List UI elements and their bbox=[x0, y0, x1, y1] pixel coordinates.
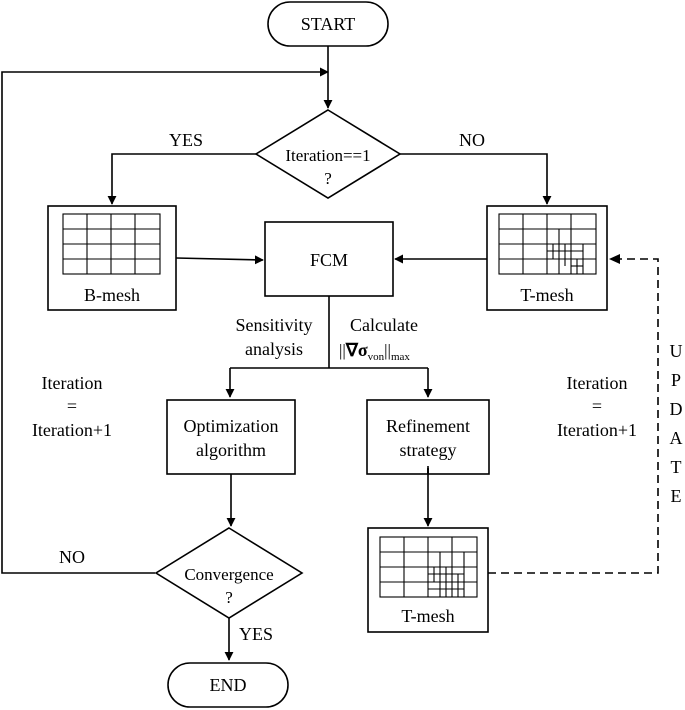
arrow-bmesh-to-fcm bbox=[175, 255, 264, 265]
sub-max: max bbox=[391, 351, 410, 363]
convergence-line1: Convergence bbox=[184, 565, 273, 584]
tmesh-bottom-grid bbox=[379, 536, 478, 598]
iter-right-line3: Iteration+1 bbox=[557, 420, 637, 440]
update-letter: D bbox=[670, 399, 683, 419]
bmesh-label: B-mesh bbox=[84, 285, 140, 305]
sensitivity-line2: analysis bbox=[245, 339, 303, 359]
update-letter: T bbox=[671, 457, 682, 477]
no-label-right: NO bbox=[459, 130, 485, 150]
arrow-yes-to-bmesh bbox=[107, 153, 256, 205]
refinement-box: Refinement strategy bbox=[366, 399, 490, 475]
fcm-box: FCM bbox=[264, 221, 394, 297]
iter-right-line1: Iteration bbox=[567, 373, 628, 393]
convergence-decision: Convergence ? bbox=[154, 527, 304, 619]
norm-close: || bbox=[384, 341, 391, 360]
iter-right-line2: = bbox=[592, 396, 602, 416]
start-label: START bbox=[301, 14, 355, 34]
iter-left-line1: Iteration bbox=[42, 373, 103, 393]
arrow-no-to-tmesh bbox=[400, 153, 552, 205]
optimization-line2: algorithm bbox=[196, 440, 266, 460]
update-label: U P D A T E bbox=[670, 341, 683, 506]
convergence-line2: ? bbox=[225, 588, 233, 607]
calculate-formula: ||∇σvon||max bbox=[339, 340, 410, 363]
refinement-line1: Refinement bbox=[386, 416, 470, 436]
sensitivity-line1: Sensitivity bbox=[235, 315, 312, 335]
update-letter: P bbox=[671, 370, 681, 390]
start-terminal: START bbox=[267, 1, 389, 47]
refinement-line2: strategy bbox=[400, 440, 457, 460]
norm-open: || bbox=[339, 341, 346, 360]
tmesh-top-box: T-mesh bbox=[486, 205, 608, 311]
decision-iteration-text: Iteration==1 bbox=[285, 146, 370, 165]
nabla-sigma: ∇σ bbox=[345, 340, 368, 360]
end-terminal: END bbox=[167, 662, 289, 708]
iter-left-line2: = bbox=[67, 396, 77, 416]
optimization-line1: Optimization bbox=[184, 416, 279, 436]
yes-label-bottom: YES bbox=[239, 624, 273, 644]
no-loop-label: NO bbox=[59, 547, 85, 567]
calculate-line1: Calculate bbox=[350, 315, 418, 335]
bmesh-grid bbox=[62, 213, 161, 275]
update-letter: E bbox=[671, 486, 682, 506]
iter-left-line3: Iteration+1 bbox=[32, 420, 112, 440]
update-letter: U bbox=[670, 341, 683, 361]
fcm-label: FCM bbox=[310, 250, 348, 270]
yes-label-left: YES bbox=[169, 130, 203, 150]
dashed-update-arrowhead bbox=[609, 254, 620, 264]
tmesh-top-label: T-mesh bbox=[520, 285, 573, 305]
dashed-update-path bbox=[488, 258, 659, 574]
iteration-decision: Iteration==1 ? bbox=[254, 109, 402, 199]
arrow-loop-back bbox=[1, 67, 329, 574]
decision-iteration-question: ? bbox=[324, 169, 332, 188]
bmesh-box: B-mesh bbox=[47, 205, 177, 311]
optimization-box: Optimization algorithm bbox=[166, 399, 296, 475]
tmesh-top-grid bbox=[498, 213, 597, 275]
tmesh-bottom-label: T-mesh bbox=[401, 606, 454, 626]
update-letter: A bbox=[670, 428, 683, 448]
tmesh-bottom-box: T-mesh bbox=[367, 527, 489, 633]
end-label: END bbox=[210, 675, 247, 695]
sub-von: von bbox=[368, 351, 385, 363]
